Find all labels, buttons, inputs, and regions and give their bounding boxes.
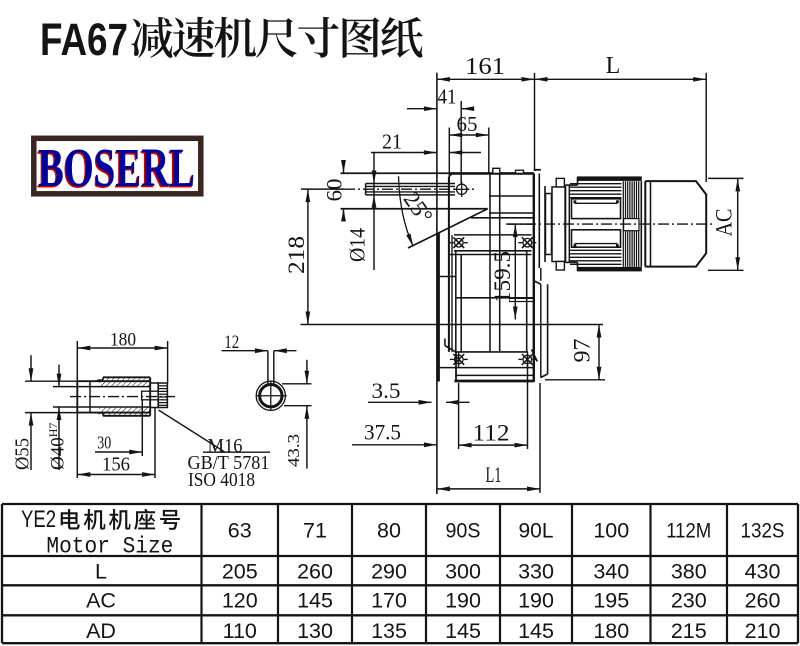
svg-text:156: 156 — [102, 454, 130, 476]
svg-text:Ø55: Ø55 — [12, 438, 34, 470]
svg-text:112: 112 — [473, 421, 510, 446]
svg-text:120: 120 — [222, 589, 258, 613]
svg-text:41: 41 — [438, 85, 457, 109]
svg-text:112M: 112M — [666, 519, 711, 543]
svg-text:80: 80 — [377, 519, 401, 543]
svg-text:195: 195 — [593, 589, 629, 613]
svg-text:110: 110 — [223, 619, 257, 643]
svg-text:230: 230 — [671, 589, 707, 613]
svg-text:63: 63 — [228, 519, 252, 543]
svg-text:135: 135 — [371, 619, 407, 643]
svg-text:FA67: FA67 — [40, 14, 128, 65]
svg-text:159.5: 159.5 — [490, 251, 515, 303]
svg-text:AD: AD — [86, 619, 116, 643]
svg-text:132S: 132S — [741, 519, 785, 543]
svg-text:71: 71 — [303, 519, 327, 543]
svg-text:65: 65 — [457, 112, 478, 136]
svg-text:60: 60 — [322, 179, 347, 202]
svg-text:43.3: 43.3 — [284, 434, 303, 467]
svg-text:L: L — [606, 53, 621, 79]
svg-text:145: 145 — [445, 619, 481, 643]
svg-text:290: 290 — [371, 560, 407, 584]
svg-text:21: 21 — [382, 130, 402, 154]
svg-text:L1: L1 — [486, 462, 502, 487]
svg-text:430: 430 — [745, 560, 781, 584]
svg-text:AC: AC — [712, 209, 737, 237]
svg-text:M16: M16 — [208, 435, 243, 457]
svg-text:130: 130 — [297, 619, 333, 643]
svg-text:190: 190 — [445, 589, 481, 613]
svg-text:97: 97 — [570, 339, 595, 363]
svg-text:180: 180 — [593, 619, 629, 643]
svg-text:12: 12 — [224, 332, 239, 353]
svg-text:GB/T 5781: GB/T 5781 — [188, 452, 270, 474]
svg-text:180: 180 — [110, 330, 136, 351]
svg-text:260: 260 — [745, 589, 781, 613]
svg-text:380: 380 — [671, 560, 707, 584]
svg-text:37.5: 37.5 — [364, 420, 401, 445]
svg-text:100: 100 — [593, 519, 629, 543]
svg-text:300: 300 — [445, 560, 481, 584]
svg-text:340: 340 — [593, 560, 629, 584]
svg-text:Motor Size: Motor Size — [46, 534, 173, 560]
svg-text:YE2: YE2 — [21, 506, 56, 533]
svg-text:3.5: 3.5 — [372, 378, 401, 403]
svg-text:218: 218 — [284, 236, 309, 274]
svg-text:90L: 90L — [519, 519, 554, 543]
svg-text:161: 161 — [465, 54, 505, 80]
svg-text:ISO 4018: ISO 4018 — [188, 469, 255, 491]
svg-text:190: 190 — [518, 589, 554, 613]
svg-text:145: 145 — [297, 589, 333, 613]
svg-text:260: 260 — [297, 560, 333, 584]
svg-text:Ø14: Ø14 — [345, 228, 370, 262]
svg-text:BOSERL: BOSERL — [38, 137, 195, 198]
svg-text:210: 210 — [745, 619, 781, 643]
svg-text:205: 205 — [222, 560, 258, 584]
svg-text:30: 30 — [97, 433, 111, 453]
svg-text:215: 215 — [671, 619, 707, 643]
svg-text:L: L — [95, 560, 107, 584]
svg-text:330: 330 — [518, 560, 554, 584]
svg-text:145: 145 — [518, 619, 554, 643]
svg-text:BOSERL: BOSERL — [37, 138, 194, 199]
svg-text:170: 170 — [371, 589, 407, 613]
svg-text:90S: 90S — [446, 519, 481, 543]
svg-text:AC: AC — [86, 589, 116, 613]
